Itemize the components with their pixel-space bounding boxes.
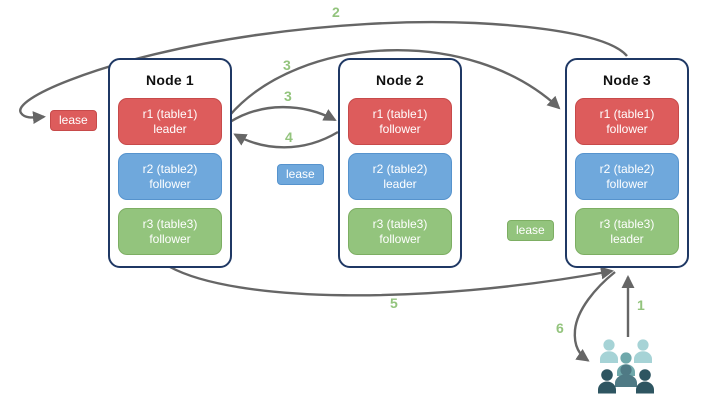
node-1-title: Node 1 [146,72,194,88]
step-label-4: 4 [285,129,293,145]
node1-replica-r3: r3 (table3) follower [118,208,222,255]
node2-replica-r3: r3 (table3) follower [348,208,452,255]
replica-label: r3 (table3) [142,216,198,231]
node1-replica-r2: r2 (table2) follower [118,153,222,200]
step-label-3-lower: 3 [284,88,292,104]
node-3-title: Node 3 [603,72,651,88]
node1-replica-r1: r1 (table1) leader [118,98,222,145]
replica-label: r2 (table2) [142,161,198,176]
replica-label: r3 (table3) [599,216,655,231]
step-label-6: 6 [556,320,564,336]
replica-role: leader [383,176,417,191]
step-label-5: 5 [390,295,398,311]
node2-replica-r2: r2 (table2) leader [348,153,452,200]
node3-replica-r3: r3 (table3) leader [575,208,679,255]
node3-replica-r1: r1 (table1) follower [575,98,679,145]
node3-replica-r2: r2 (table2) follower [575,153,679,200]
replica-label: r1 (table1) [372,106,428,121]
replica-label: r2 (table2) [372,161,428,176]
replica-role: leader [610,231,644,246]
step-label-3-upper: 3 [283,57,291,73]
node-2-title: Node 2 [376,72,424,88]
arrow-3-node1-to-node3 [229,49,561,116]
lease-badge-red: lease [50,110,97,131]
arrow-6-node3-to-users [573,271,616,362]
node-2: Node 2 r1 (table1) follower r2 (table2) … [338,58,462,268]
replica-role: leader [153,121,187,136]
replica-role: follower [606,176,648,191]
node-1: Node 1 r1 (table1) leader r2 (table2) fo… [108,58,232,268]
node2-replica-r1: r1 (table1) follower [348,98,452,145]
replica-role: follower [379,231,421,246]
arrow-3-node1-to-node2 [229,106,337,124]
lease-badge-blue: lease [277,164,324,185]
node-3: Node 3 r1 (table1) follower r2 (table2) … [565,58,689,268]
users-group-icon [598,339,654,394]
lease-badge-green: lease [507,220,554,241]
replica-label: r2 (table2) [599,161,655,176]
replica-label: r1 (table1) [142,106,198,121]
step-label-1: 1 [637,297,645,313]
arrow-2-node3-to-lease [19,20,628,125]
step-label-2: 2 [332,4,340,20]
arrow-5-node1-to-node3 [169,265,614,297]
replica-role: follower [606,121,648,136]
replica-role: follower [149,231,191,246]
replica-label: r1 (table1) [599,106,655,121]
replica-label: r3 (table3) [372,216,428,231]
arrow-4-node2-to-node1 [233,130,339,149]
replica-role: follower [149,176,191,191]
replica-role: follower [379,121,421,136]
